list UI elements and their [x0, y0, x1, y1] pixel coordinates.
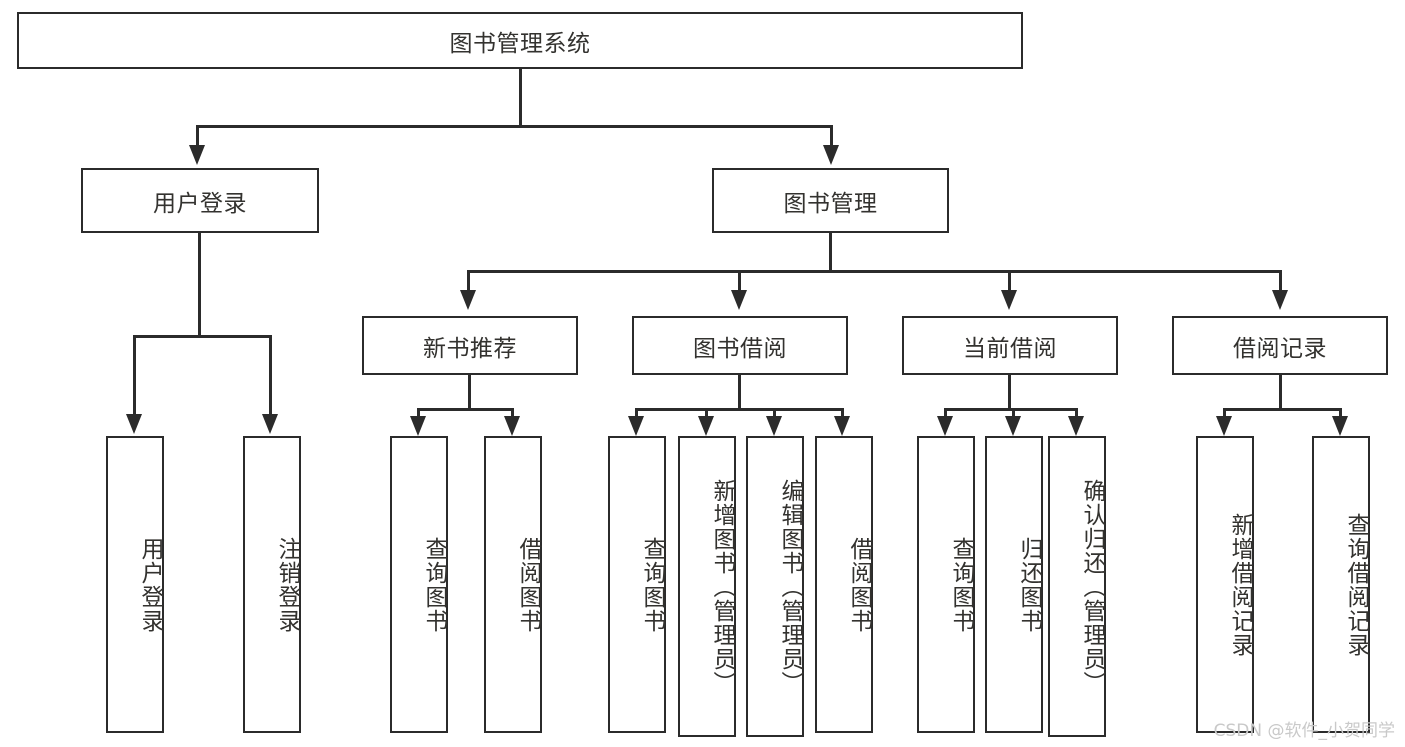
- node-label: 图书管理: [783, 190, 878, 217]
- leaf-add-book-admin[interactable]: 新增图书（管理员）: [678, 436, 736, 737]
- node-label: 查询借阅记录: [1343, 512, 1369, 657]
- connector-bookborrow-bus: [635, 408, 843, 411]
- node-label: 查询图书: [639, 536, 665, 633]
- node-book-borrow[interactable]: 图书借阅: [632, 316, 848, 375]
- leaf-query-book-current[interactable]: 查询图书: [917, 436, 975, 733]
- node-book-manage[interactable]: 图书管理: [712, 168, 949, 233]
- leaf-query-borrow-record[interactable]: 查询借阅记录: [1312, 436, 1370, 733]
- arrow-to-new-book-recommend: [460, 290, 476, 310]
- connector-bookborrow-stem: [738, 375, 741, 408]
- node-root[interactable]: 图书管理系统: [17, 12, 1023, 69]
- node-label: 新书推荐: [423, 335, 517, 362]
- leaf-confirm-return-admin[interactable]: 确认归还（管理员）: [1048, 436, 1106, 737]
- connector-currentborrow-drop-2: [1012, 408, 1015, 418]
- node-label: 当前借阅: [963, 335, 1057, 362]
- connector-root-left-drop: [196, 125, 199, 147]
- arrow-to-borrow-record: [1272, 290, 1288, 310]
- arrow-to-user-login: [189, 145, 205, 165]
- connector-bookmanage-drop-2: [738, 270, 741, 292]
- node-label: 编辑图书（管理员）: [777, 478, 803, 695]
- node-label: 归还图书: [1016, 536, 1042, 633]
- leaf-edit-book-admin[interactable]: 编辑图书（管理员）: [746, 436, 804, 737]
- arrow-to-leaf-user-login: [126, 414, 142, 434]
- arrow-to-leaf-query-record: [1332, 416, 1348, 436]
- arrow-to-leaf-borrow-book-2: [834, 416, 850, 436]
- node-label: 新增图书（管理员）: [709, 478, 735, 695]
- connector-bookmanage-bus: [467, 270, 1282, 273]
- node-label: 图书管理系统: [449, 30, 591, 57]
- connector-userlogin-drop-1: [133, 335, 136, 416]
- leaf-query-book-borrow[interactable]: 查询图书: [608, 436, 666, 733]
- arrow-to-leaf-borrow-book-1: [504, 416, 520, 436]
- node-label: 借阅记录: [1233, 335, 1327, 362]
- node-label: 注销登录: [274, 536, 300, 633]
- arrow-to-leaf-logout: [262, 414, 278, 434]
- arrow-to-leaf-confirm-return: [1068, 416, 1084, 436]
- connector-root-bus: [196, 125, 833, 128]
- arrow-to-leaf-add-record: [1216, 416, 1232, 436]
- connector-bookmanage-stem: [829, 233, 832, 270]
- node-label: 用户登录: [137, 536, 163, 633]
- leaf-logout[interactable]: 注销登录: [243, 436, 301, 733]
- connector-bookmanage-drop-1: [467, 270, 470, 292]
- leaf-user-login[interactable]: 用户登录: [106, 436, 164, 733]
- node-label: 查询图书: [948, 536, 974, 633]
- connector-newbook-drop-1: [417, 408, 420, 418]
- connector-borrowrecord-stem: [1279, 375, 1282, 408]
- connector-userlogin-drop-2: [269, 335, 272, 416]
- connector-bookborrow-drop-1: [635, 408, 638, 418]
- arrow-to-leaf-edit-book: [766, 416, 782, 436]
- connector-userlogin-bus: [133, 335, 272, 338]
- connector-bookborrow-drop-4: [841, 408, 844, 418]
- connector-newbook-stem: [468, 375, 471, 408]
- connector-borrowrecord-drop-1: [1223, 408, 1226, 418]
- connector-currentborrow-stem: [1008, 375, 1011, 408]
- node-user-login[interactable]: 用户登录: [81, 168, 319, 233]
- connector-bookmanage-drop-3: [1008, 270, 1011, 292]
- node-borrow-record[interactable]: 借阅记录: [1172, 316, 1388, 375]
- connector-bookmanage-drop-4: [1279, 270, 1282, 292]
- connector-bookborrow-drop-3: [773, 408, 776, 418]
- leaf-query-book-recommend[interactable]: 查询图书: [390, 436, 448, 733]
- arrow-to-book-manage: [823, 145, 839, 165]
- leaf-borrow-book-recommend[interactable]: 借阅图书: [484, 436, 542, 733]
- connector-currentborrow-drop-3: [1075, 408, 1078, 418]
- node-new-book-recommend[interactable]: 新书推荐: [362, 316, 578, 375]
- arrow-to-leaf-return-book: [1005, 416, 1021, 436]
- arrow-to-leaf-query-book-1: [410, 416, 426, 436]
- node-current-borrow[interactable]: 当前借阅: [902, 316, 1118, 375]
- connector-root-right-drop: [830, 125, 833, 147]
- arrow-to-book-borrow: [731, 290, 747, 310]
- leaf-add-borrow-record[interactable]: 新增借阅记录: [1196, 436, 1254, 733]
- connector-borrowrecord-bus: [1223, 408, 1342, 411]
- node-label: 借阅图书: [846, 536, 872, 633]
- arrow-to-current-borrow: [1001, 290, 1017, 310]
- node-label: 借阅图书: [515, 536, 541, 633]
- connector-newbook-drop-2: [511, 408, 514, 418]
- leaf-borrow-book[interactable]: 借阅图书: [815, 436, 873, 733]
- connector-currentborrow-bus: [944, 408, 1078, 411]
- leaf-return-book[interactable]: 归还图书: [985, 436, 1043, 733]
- node-label: 用户登录: [153, 190, 247, 217]
- node-label: 图书借阅: [693, 335, 787, 362]
- connector-userlogin-stem: [198, 233, 201, 335]
- arrow-to-leaf-query-book-3: [937, 416, 953, 436]
- arrow-to-leaf-add-book: [698, 416, 714, 436]
- connector-bookborrow-drop-2: [705, 408, 708, 418]
- arrow-to-leaf-query-book-2: [628, 416, 644, 436]
- connector-root-stem: [519, 69, 522, 125]
- node-label: 查询图书: [421, 536, 447, 633]
- connector-newbook-bus: [417, 408, 514, 411]
- connector-currentborrow-drop-1: [944, 408, 947, 418]
- node-label: 确认归还（管理员）: [1079, 478, 1105, 695]
- watermark-text: CSDN @软件_小贺同学: [1213, 721, 1395, 741]
- connector-borrowrecord-drop-2: [1339, 408, 1342, 418]
- node-label: 新增借阅记录: [1227, 512, 1253, 657]
